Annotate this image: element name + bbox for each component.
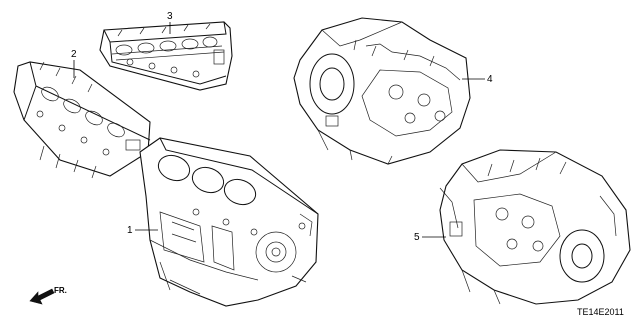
- front-cylinder-head-illustration: [13, 61, 151, 179]
- callout-5: 5: [414, 232, 446, 243]
- engine-block-illustration: [139, 137, 319, 307]
- front-arrow-icon: [29, 288, 55, 305]
- callout-4: 4: [462, 74, 493, 85]
- callout-2: 2: [71, 49, 77, 78]
- callout-number: 4: [487, 74, 493, 85]
- front-direction-label: FR.: [54, 286, 67, 295]
- diagram-code: TE14E2011: [577, 307, 624, 317]
- manual-transmission-illustration: [293, 17, 471, 165]
- callout-number: 1: [127, 225, 133, 236]
- callout-number: 5: [414, 232, 420, 243]
- callout-number: 2: [71, 49, 77, 60]
- callout-1: 1: [127, 225, 158, 236]
- rear-cylinder-head-illustration: [99, 21, 233, 91]
- callout-number: 3: [167, 11, 173, 22]
- automatic-transmission-illustration: [439, 149, 631, 305]
- front-direction-indicator: FR.: [29, 286, 67, 305]
- callout-3: 3: [167, 11, 173, 34]
